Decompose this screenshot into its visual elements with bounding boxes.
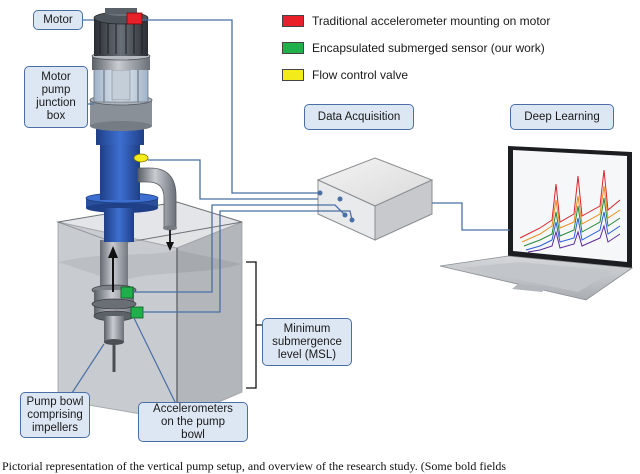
submerged-sensor-upper bbox=[120, 286, 134, 299]
legend-item-traditional: Traditional accelerometer mounting on mo… bbox=[282, 14, 550, 28]
junction-box bbox=[89, 51, 153, 131]
junction-box-label-text: Motor pump junction box bbox=[36, 71, 76, 122]
wire-sensor-upper-to-daq bbox=[133, 204, 346, 293]
accelerometers-label: Accelerometers on the pump bowl bbox=[138, 402, 248, 442]
accelerometers-label-text: Accelerometers on the pump bowl bbox=[153, 402, 233, 441]
legend-label-valve: Flow control valve bbox=[312, 68, 409, 82]
pump-bowl-label: Pump bowl comprising impellers bbox=[20, 392, 90, 438]
junction-box-label: Motor pump junction box bbox=[24, 66, 88, 128]
deep-learning-label: Deep Learning bbox=[510, 104, 614, 130]
laptop-screen-plot bbox=[519, 169, 621, 253]
motor-label-text: Motor bbox=[43, 13, 73, 26]
motor-label: Motor bbox=[33, 10, 83, 30]
legend-item-valve: Flow control valve bbox=[282, 68, 408, 82]
pump-column-submerged bbox=[91, 240, 137, 372]
pump-bowl-label-text: Pump bowl comprising impellers bbox=[26, 395, 84, 434]
bowl-label-leader bbox=[69, 343, 105, 397]
wire-daq-to-laptop bbox=[432, 202, 510, 231]
msl-label-text: Minimum submergence level (MSL) bbox=[272, 322, 342, 361]
legend-item-encapsulated: Encapsulated submerged sensor (our work) bbox=[282, 41, 545, 55]
data-acquisition-label-text: Data Acquisition bbox=[317, 110, 401, 123]
accel-label-leader bbox=[133, 317, 177, 405]
wire-motor-to-daq bbox=[142, 19, 318, 194]
legend-swatch-red bbox=[282, 15, 304, 27]
submerged-sensor-lower bbox=[130, 306, 144, 319]
signal-wires bbox=[133, 19, 510, 313]
legend-swatch-yellow bbox=[282, 69, 304, 81]
laptop bbox=[439, 146, 634, 301]
legend-swatch-green bbox=[282, 42, 304, 54]
wire-valve-to-daq bbox=[148, 159, 318, 200]
legend-label-encapsulated: Encapsulated submerged sensor (our work) bbox=[312, 41, 545, 55]
flow-control-valve bbox=[133, 153, 149, 163]
deep-learning-label-text: Deep Learning bbox=[524, 110, 600, 123]
msl-bracket bbox=[246, 261, 262, 389]
data-acquisition-label: Data Acquisition bbox=[304, 104, 414, 130]
wire-sensor-lower-to-daq bbox=[143, 210, 353, 313]
msl-label: Minimum submergence level (MSL) bbox=[262, 318, 352, 366]
motor-accelerometer-sensor bbox=[126, 12, 143, 25]
water-tank bbox=[56, 201, 243, 421]
figure-caption: Pictorial representation of the vertical… bbox=[2, 459, 507, 473]
legend-label-traditional: Traditional accelerometer mounting on mo… bbox=[312, 14, 551, 28]
daq-box bbox=[316, 157, 434, 241]
